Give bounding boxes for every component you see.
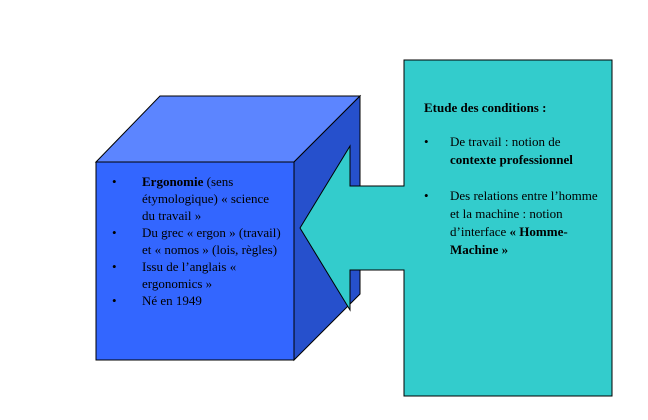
- bullet-icon: •: [424, 134, 429, 149]
- arrow-item-text: Des relations entre l’homme et la machin…: [450, 188, 598, 239]
- bullet-icon: •: [112, 293, 117, 308]
- cube-item-ergonomie: • Ergonomie (sens étymologique) « scienc…: [112, 173, 284, 224]
- cube-item-anglais: • Issu de l’anglais « ergonomics »: [112, 258, 284, 292]
- arrow-item-bold: contexte professionnel: [450, 152, 573, 167]
- cube-item-date: • Né en 1949: [112, 292, 284, 309]
- bullet-icon: •: [112, 225, 117, 240]
- callout-arrow: [299, 59, 613, 397]
- cube-item-grec: • Du grec « ergon » (travail) et « nomos…: [112, 224, 284, 258]
- cube-front-face: [95, 161, 295, 361]
- arrow-item-relations: • Des relations entre l’homme et la mach…: [424, 187, 602, 259]
- bullet-icon: •: [424, 188, 429, 203]
- arrow-item-travail: • De travail : notion de contexte profes…: [424, 133, 602, 169]
- arrow-text-block: Etude des conditions : • De travail : no…: [424, 99, 602, 259]
- arrow-item-text: De travail : notion de: [450, 134, 561, 149]
- bullet-icon: •: [112, 259, 117, 274]
- arrow-item-bold: « Homme-Machine »: [450, 224, 568, 257]
- cube-item-text: (sens étymologique) « science du travail…: [142, 174, 270, 223]
- bullet-icon: •: [112, 174, 117, 189]
- arrow-heading: Etude des conditions :: [424, 100, 547, 115]
- cube-item-text: Issu de l’anglais « ergonomics »: [142, 259, 237, 291]
- cube-item-bold: Ergonomie: [142, 174, 204, 189]
- arrow-bullet-list: • De travail : notion de contexte profes…: [424, 133, 602, 259]
- cube-bullet-list: • Ergonomie (sens étymologique) « scienc…: [112, 173, 284, 309]
- cube-text-block: • Ergonomie (sens étymologique) « scienc…: [112, 173, 284, 309]
- cube-item-text: Du grec « ergon » (travail) et « nomos »…: [142, 225, 281, 257]
- cube-item-text: Né en 1949: [142, 293, 202, 308]
